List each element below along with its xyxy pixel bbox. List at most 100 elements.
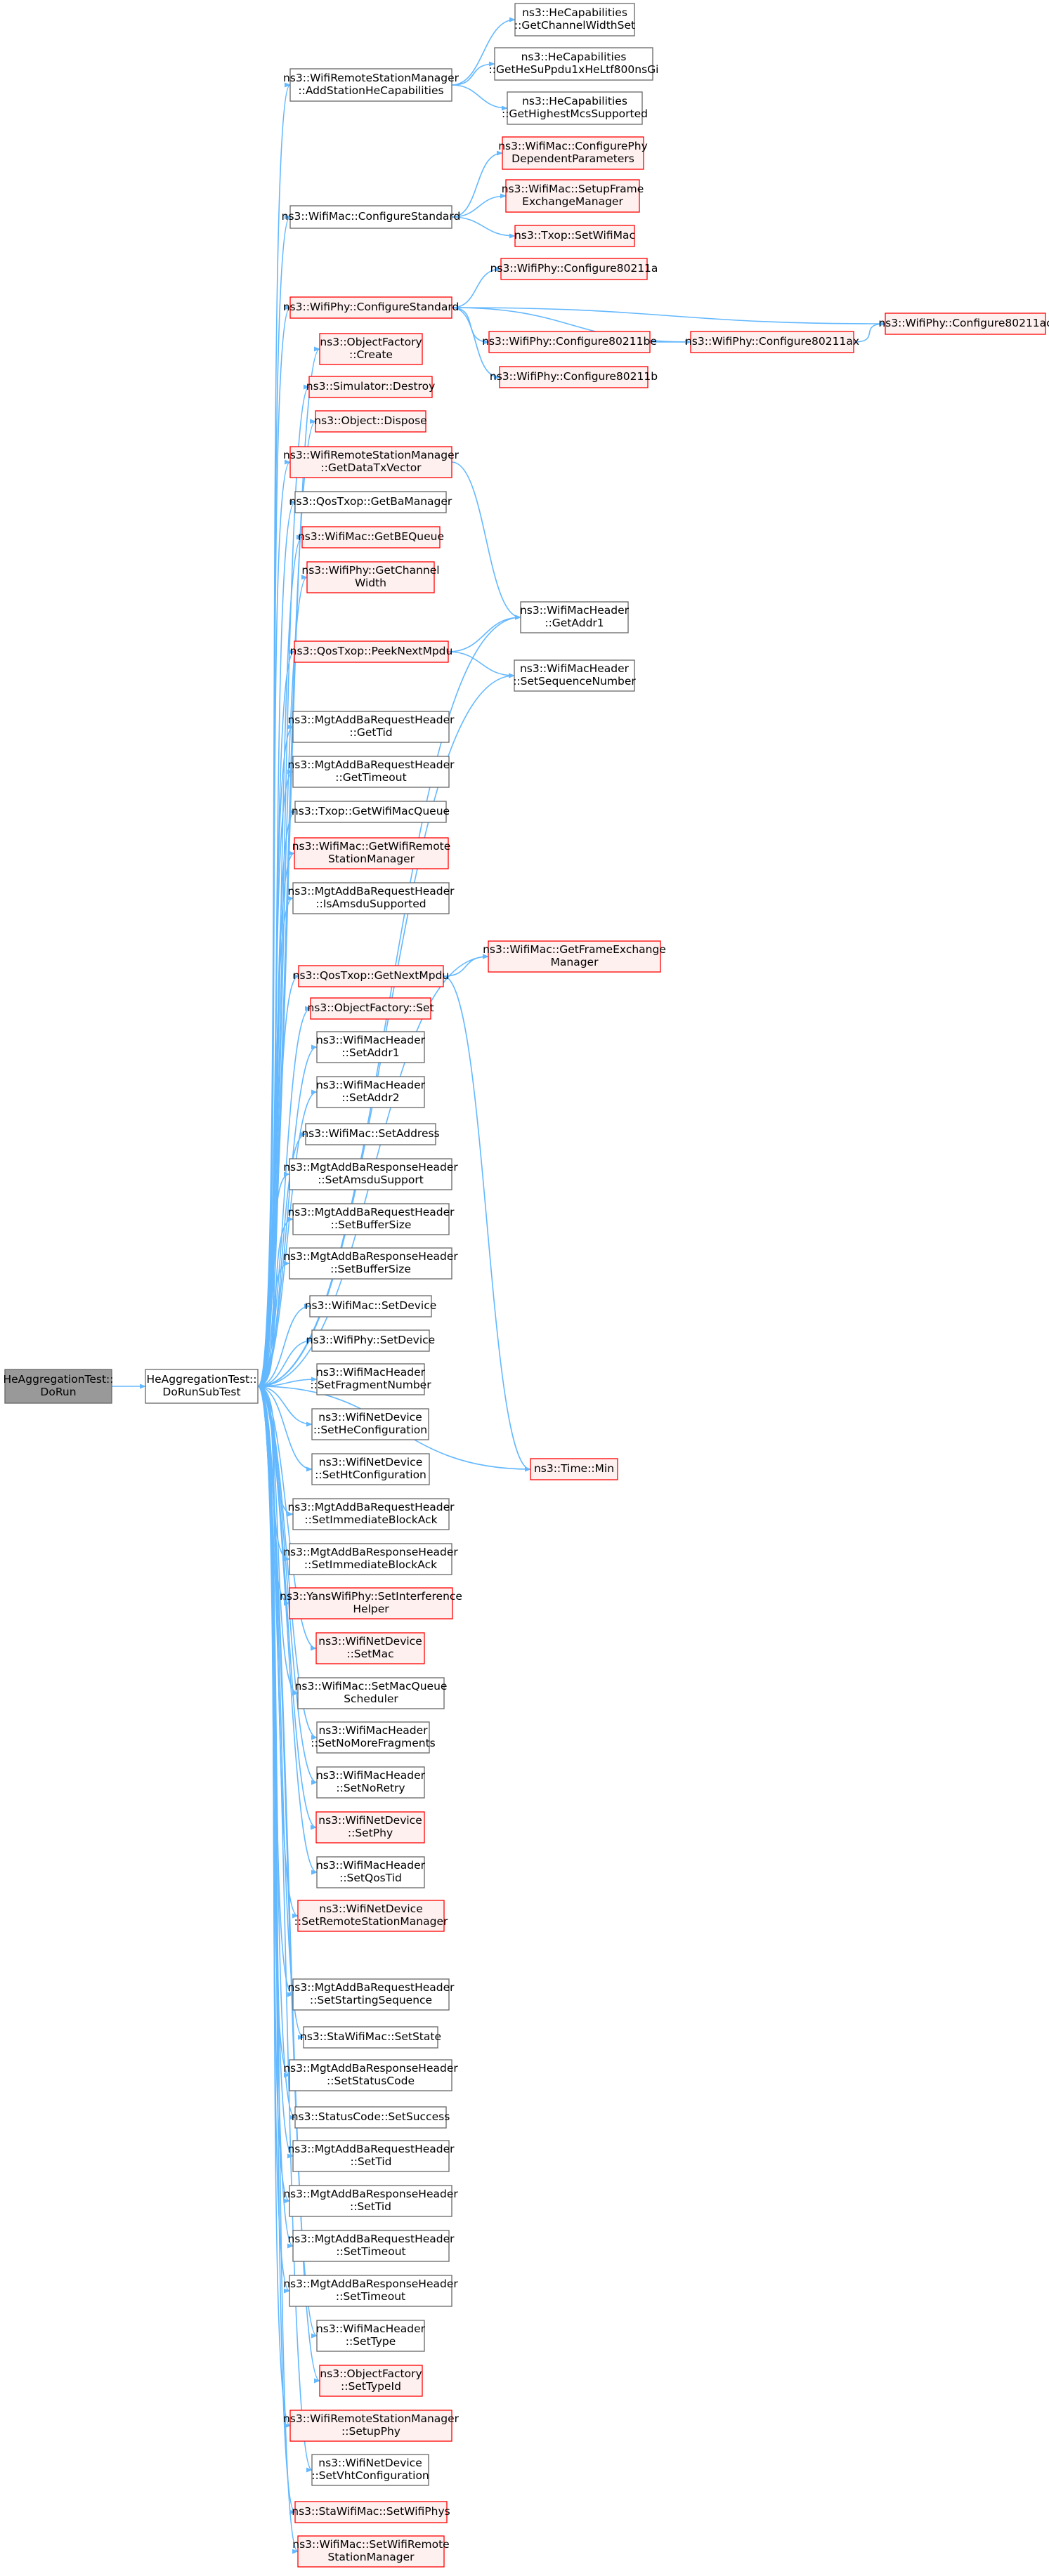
node-mac_cfgstd[interactable]: ns3::WifiMac::ConfigureStandard — [282, 205, 461, 229]
node-hecap_cw[interactable]: ns3::HeCapabilities::GetChannelWidthSet — [514, 3, 635, 37]
node-addbareq_setimm[interactable]: ns3::MgtAddBaRequestHeader::SetImmediate… — [287, 1498, 455, 1530]
node-box-phy_11b — [499, 366, 649, 388]
call-nodes: HeAggregationTest::DoRunHeAggregationTes… — [3, 3, 1049, 2568]
node-root[interactable]: HeAggregationTest::DoRun — [3, 1369, 114, 1404]
node-label-addbareq_gettimeout-line-0: ns3::MgtAddBaRequestHeader — [287, 758, 455, 771]
node-sta_setstate[interactable]: ns3::StaWifiMac::SetState — [300, 2026, 441, 2049]
node-phy_11a[interactable]: ns3::WifiPhy::Configure80211a — [490, 258, 658, 280]
node-label-phy_cfgstd-line-0: ns3::WifiPhy::ConfigureStandard — [283, 301, 460, 313]
node-of_settypeid[interactable]: ns3::ObjectFactory::SetTypeId — [319, 2365, 423, 2397]
node-label-hdr_setaddr2-line-0: ns3::WifiMacHeader — [316, 1079, 426, 1091]
node-hdr_setaddr2[interactable]: ns3::WifiMacHeader::SetAddr2 — [316, 1076, 426, 1108]
node-label-phy_11ax-line-0: ns3::WifiPhy::Configure80211ax — [685, 335, 859, 348]
node-addbareq_settimeout[interactable]: ns3::MgtAddBaRequestHeader::SetTimeout — [287, 2230, 455, 2262]
node-addbaresp_setbuf[interactable]: ns3::MgtAddBaResponseHeader::SetBufferSi… — [283, 1247, 458, 1280]
node-getbamgr[interactable]: ns3::QosTxop::GetBaManager — [289, 491, 452, 513]
node-label-hdr_setqostid-line-0: ns3::WifiMacHeader — [316, 1859, 426, 1872]
node-addbareq_gettimeout[interactable]: ns3::MgtAddBaRequestHeader::GetTimeout — [287, 756, 455, 788]
node-label-addbareq_settimeout-line-1: ::SetTimeout — [336, 2245, 405, 2258]
node-getdatatx[interactable]: ns3::WifiRemoteStationManager::GetDataTx… — [283, 446, 460, 478]
node-nd_sethe[interactable]: ns3::WifiNetDevice::SetHeConfiguration — [311, 1408, 429, 1440]
node-addbareq_isamsdu[interactable]: ns3::MgtAddBaRequestHeader::IsAmsduSuppo… — [287, 882, 455, 914]
node-dorunsub[interactable]: HeAggregationTest::DoRunSubTest — [145, 1369, 259, 1404]
node-of_create[interactable]: ns3::ObjectFactory::Create — [319, 333, 423, 365]
node-hdr_settype[interactable]: ns3::WifiMacHeader::SetType — [316, 2320, 426, 2352]
node-mac_cfgphy[interactable]: ns3::WifiMac::ConfigurePhyDependentParam… — [498, 136, 648, 170]
node-hdr_setfrag[interactable]: ns3::WifiMacHeader::SetFragmentNumber — [310, 1363, 431, 1395]
node-box-obj_dispose — [315, 410, 426, 433]
node-hecap_mcs[interactable]: ns3::HeCapabilities::GetHighestMcsSuppor… — [502, 91, 648, 125]
node-sim_destroy[interactable]: ns3::Simulator::Destroy — [306, 376, 436, 398]
node-hdr_setnomore[interactable]: ns3::WifiMacHeader::SetNoMoreFragments — [311, 1721, 436, 1754]
node-label-addbaresp_setstatus-line-1: ::SetStatusCode — [327, 2075, 415, 2087]
node-label-mac_setdevice-line-0: ns3::WifiMac::SetDevice — [305, 1299, 437, 1312]
node-addbaresp_settimeout[interactable]: ns3::MgtAddBaResponseHeader::SetTimeout — [283, 2275, 458, 2307]
node-label-hecap_mcs-line-1: ::GetHighestMcsSupported — [502, 107, 648, 120]
node-peeknext[interactable]: ns3::QosTxop::PeekNextMpdu — [290, 640, 453, 663]
node-box-getchwidth — [306, 561, 435, 593]
node-hdr_setnoretry[interactable]: ns3::WifiMacHeader::SetNoRetry — [316, 1766, 426, 1799]
node-status_setsuccess[interactable]: ns3::StatusCode::SetSuccess — [292, 2106, 450, 2129]
node-label-nd_setvht-line-1: ::SetVhtConfiguration — [311, 2469, 429, 2482]
node-hdr_setseq[interactable]: ns3::WifiMacHeader::SetSequenceNumber — [513, 659, 636, 692]
node-nd_setphy[interactable]: ns3::WifiNetDevice::SetPhy — [315, 1811, 425, 1844]
node-nd_setmac[interactable]: ns3::WifiNetDevice::SetMac — [315, 1632, 425, 1664]
node-box-nd_setmac — [315, 1632, 425, 1664]
node-rsm_setupphy[interactable]: ns3::WifiRemoteStationManager::SetupPhy — [283, 2410, 460, 2442]
node-box-hecap_gi — [494, 47, 653, 81]
node-addbareq_gettid[interactable]: ns3::MgtAddBaRequestHeader::GetTid — [287, 711, 455, 743]
node-label-hdr_setfrag-line-1: ::SetFragmentNumber — [310, 1379, 431, 1391]
node-hdr_getaddr1[interactable]: ns3::WifiMacHeader::GetAddr1 — [520, 601, 630, 633]
node-hdr_setqostid[interactable]: ns3::WifiMacHeader::SetQosTid — [316, 1856, 426, 1888]
node-label-hecap_gi-line-0: ns3::HeCapabilities — [521, 51, 627, 63]
node-label-root-line-0: HeAggregationTest:: — [3, 1373, 113, 1386]
node-getnextmpdu[interactable]: ns3::QosTxop::GetNextMpdu — [293, 965, 450, 987]
node-phy_cfgstd[interactable]: ns3::WifiPhy::ConfigureStandard — [283, 296, 460, 319]
node-phy_11b[interactable]: ns3::WifiPhy::Configure80211b — [490, 366, 658, 388]
node-nd_setvht[interactable]: ns3::WifiNetDevice::SetVhtConfiguration — [311, 2454, 429, 2486]
node-nd_setht[interactable]: ns3::WifiNetDevice::SetHtConfiguration — [311, 1453, 430, 1485]
node-box-mac_cfgphy — [502, 136, 644, 170]
node-phy_11ax[interactable]: ns3::WifiPhy::Configure80211ax — [685, 331, 859, 353]
call-edge-peeknext-to-hdr_setseq — [448, 651, 515, 678]
node-sta_setphys[interactable]: ns3::StaWifiMac::SetWifiPhys — [292, 2501, 450, 2523]
node-label-mac_setrsm-line-1: StationManager — [327, 2551, 415, 2563]
node-mac_setdevice[interactable]: ns3::WifiMac::SetDevice — [305, 1295, 437, 1317]
node-box-mac_cfgstd — [289, 205, 452, 229]
node-box-nd_sethe — [311, 1408, 429, 1440]
node-label-nd_setrsm-line-1: ::SetRemoteStationManager — [294, 1915, 448, 1928]
node-phy_11be[interactable]: ns3::WifiPhy::Configure80211be — [482, 331, 657, 353]
node-label-getchwidth-line-1: Width — [355, 577, 386, 589]
node-mac_setaddress[interactable]: ns3::WifiMac::SetAddress — [301, 1123, 440, 1145]
node-phy_11ac[interactable]: ns3::WifiPhy::Configure80211ac — [878, 313, 1049, 335]
node-obj_dispose[interactable]: ns3::Object::Dispose — [314, 410, 427, 433]
node-addbareq_setstart[interactable]: ns3::MgtAddBaRequestHeader::SetStartingS… — [287, 1978, 455, 2011]
node-label-of_create-line-0: ns3::ObjectFactory — [320, 336, 422, 348]
node-addbareq_settid[interactable]: ns3::MgtAddBaRequestHeader::SetTid — [287, 2140, 455, 2172]
node-label-addbareq_setstart-line-1: ::SetStartingSequence — [310, 1994, 432, 2006]
node-getbequeue[interactable]: ns3::WifiMac::GetBEQueue — [298, 526, 444, 548]
node-mac_setrsm[interactable]: ns3::WifiMac::SetWifiRemoteStationManage… — [292, 2535, 450, 2568]
node-phy_setdevice[interactable]: ns3::WifiPhy::SetDevice — [306, 1329, 435, 1352]
node-addbaresp_setimm[interactable]: ns3::MgtAddBaResponseHeader::SetImmediat… — [283, 1543, 458, 1575]
node-getchwidth[interactable]: ns3::WifiPhy::GetChannelWidth — [301, 561, 440, 593]
node-txop_getqueue[interactable]: ns3::Txop::GetWifiMacQueue — [292, 801, 450, 823]
node-label-addbaresp_settid-line-0: ns3::MgtAddBaResponseHeader — [283, 2188, 458, 2200]
node-label-hdr_setnoretry-line-0: ns3::WifiMacHeader — [316, 1769, 426, 1782]
node-mac_getrsm[interactable]: ns3::WifiMac::GetWifiRemoteStationManage… — [292, 837, 451, 869]
node-addbaresp_setamsdu[interactable]: ns3::MgtAddBaResponseHeader::SetAmsduSup… — [283, 1158, 458, 1190]
node-hdr_setaddr1[interactable]: ns3::WifiMacHeader::SetAddr1 — [316, 1031, 426, 1063]
node-hecap_gi[interactable]: ns3::HeCapabilities::GetHeSuPpdu1xHeLtf8… — [489, 47, 659, 81]
node-addhecap[interactable]: ns3::WifiRemoteStationManager::AddStatio… — [283, 68, 460, 102]
node-addbaresp_setstatus[interactable]: ns3::MgtAddBaResponseHeader::SetStatusCo… — [283, 2059, 458, 2091]
node-addbareq_setbuf[interactable]: ns3::MgtAddBaRequestHeader::SetBufferSiz… — [287, 1203, 455, 1235]
node-of_set[interactable]: ns3::ObjectFactory::Set — [307, 997, 434, 1020]
node-time_min[interactable]: ns3::Time::Min — [530, 1458, 618, 1480]
node-nd_setrsm[interactable]: ns3::WifiNetDevice::SetRemoteStationMana… — [294, 1900, 448, 1932]
node-addbaresp_settid[interactable]: ns3::MgtAddBaResponseHeader::SetTid — [283, 2185, 458, 2217]
node-txop_setmac[interactable]: ns3::Txop::SetWifiMac — [514, 225, 635, 247]
